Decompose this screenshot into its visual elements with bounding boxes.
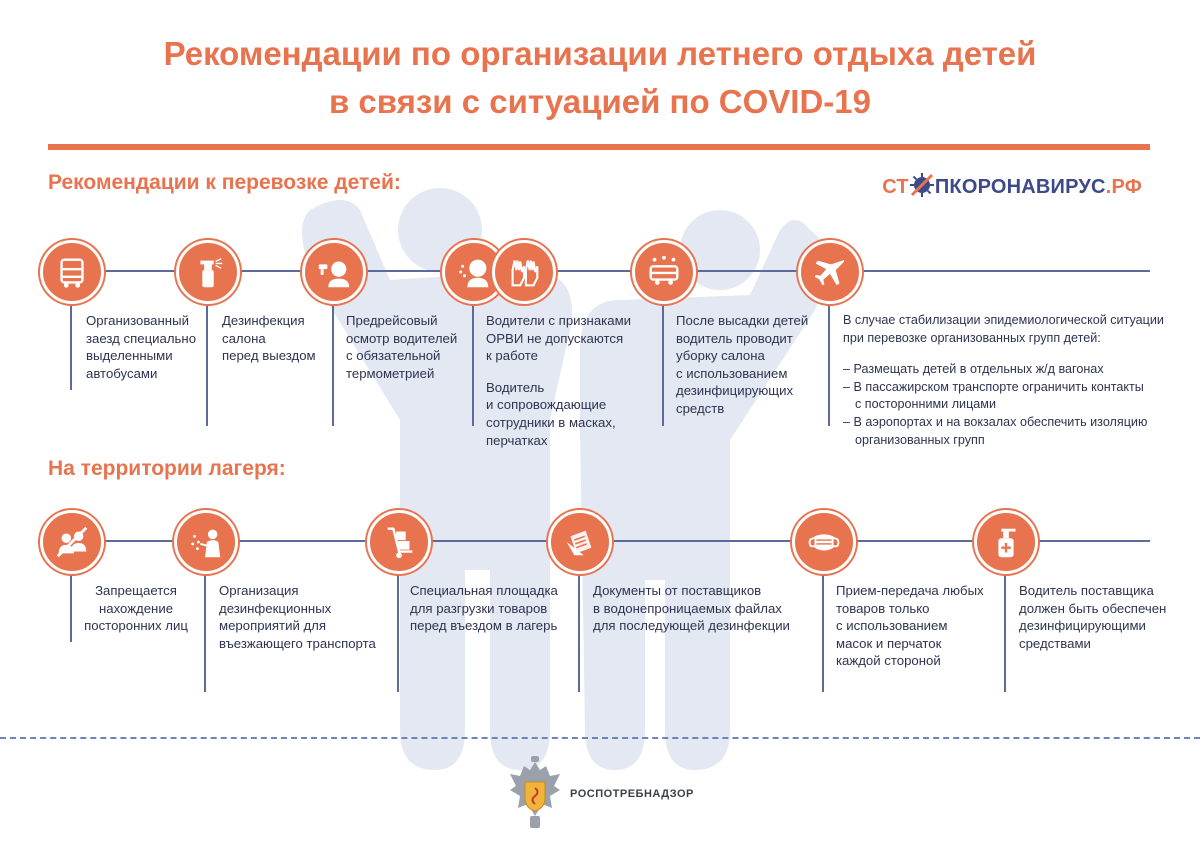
camp-section-title: На территории лагеря: <box>48 457 286 480</box>
sanitizer-icon <box>974 510 1038 574</box>
logo-part3: .РФ <box>1105 176 1142 198</box>
logo-part2: ПКОРОНАВИРУС <box>934 176 1106 198</box>
footer-separator <box>0 737 1200 739</box>
bus-icon <box>40 240 104 304</box>
hand-truck-icon <box>367 510 431 574</box>
virus-icon <box>909 173 934 197</box>
cleaning-bus-icon <box>632 240 696 304</box>
transport-section-title: Рекомендации к перевозке детей: <box>48 171 401 194</box>
divider <box>822 570 824 692</box>
divider <box>662 300 664 426</box>
divider <box>70 570 72 642</box>
divider <box>70 300 72 390</box>
disinfection-worker-icon <box>174 510 238 574</box>
no-people-icon <box>40 510 104 574</box>
org-name: РОСПОТРЕБНАДЗОР <box>570 788 694 800</box>
title-underline <box>48 144 1150 150</box>
divider <box>206 300 208 426</box>
transport-item-6: В случае стабилизации эпидемиологической… <box>843 313 1164 447</box>
divider <box>397 570 399 692</box>
logo-part1: СТ <box>882 176 909 198</box>
stopcoronavirus-logo: СТ ПКОРОНАВИРУС.РФ <box>882 172 1142 199</box>
airplane-icon <box>798 240 862 304</box>
documents-icon <box>548 510 612 574</box>
page-title-line1: Рекомендации по организации летнего отды… <box>163 35 1037 72</box>
face-mask-icon <box>792 510 856 574</box>
gloves-icon <box>492 240 556 304</box>
transport-timeline <box>70 270 1150 272</box>
divider <box>204 570 206 692</box>
divider <box>578 570 580 692</box>
divider <box>828 300 830 426</box>
spray-bottle-icon <box>176 240 240 304</box>
divider <box>332 300 334 426</box>
thermometer-person-icon <box>302 240 366 304</box>
eagle-emblem-icon <box>510 756 560 828</box>
divider <box>472 300 474 426</box>
divider <box>1004 570 1006 692</box>
page-title-line2: в связи с ситуацией по COVID-19 <box>328 83 872 120</box>
